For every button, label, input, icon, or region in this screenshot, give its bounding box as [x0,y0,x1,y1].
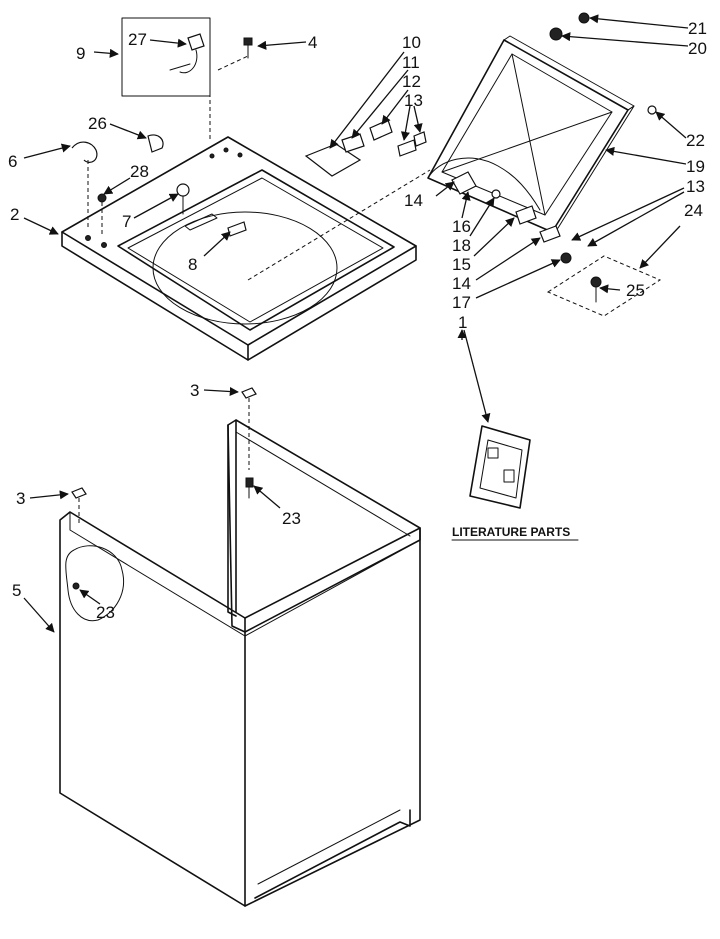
callout-14b: 14 [452,274,471,293]
callout-27: 27 [128,30,147,49]
callout-4: 4 [308,33,317,52]
parts [71,12,662,526]
cabinet-wrap [59,511,421,907]
callout-2: 2 [10,205,19,224]
callout-28: 28 [130,162,149,181]
callout-labels: 9 27 4 26 6 28 7 2 8 10 11 12 13 14 16 1… [8,19,707,622]
callout-24: 24 [684,201,703,220]
callout-7: 7 [122,212,131,231]
callout-21: 21 [688,19,707,38]
callout-23b: 23 [96,603,115,622]
callout-16: 16 [452,217,471,236]
callout-9: 9 [76,44,85,63]
callout-10: 10 [402,33,421,52]
leader-lines [23,14,689,633]
callout-20: 20 [688,39,707,58]
callout-12: 12 [402,72,421,91]
callout-3b: 3 [16,489,25,508]
top-panel [61,136,417,361]
callout-6: 6 [8,152,17,171]
cabinet-frame [227,419,421,633]
callout-25: 25 [626,281,645,300]
callout-13b: 13 [686,177,705,196]
callout-22: 22 [686,131,705,150]
lid [427,35,635,233]
callout-18: 18 [452,236,471,255]
callout-5: 5 [12,581,21,600]
literature-booklet [469,425,531,509]
literature-parts-caption: LITERATURE PARTS [452,525,570,539]
callout-11: 11 [402,53,420,72]
callout-15: 15 [452,255,471,274]
callout-26: 26 [88,114,107,133]
callout-17: 17 [452,293,471,312]
callout-8: 8 [188,255,197,274]
callout-1: 1 [458,313,467,332]
callout-19: 19 [686,157,705,176]
callout-3a: 3 [190,381,199,400]
callout-23a: 23 [282,509,301,528]
callout-14a: 14 [404,191,423,210]
callout-13a: 13 [404,91,423,110]
